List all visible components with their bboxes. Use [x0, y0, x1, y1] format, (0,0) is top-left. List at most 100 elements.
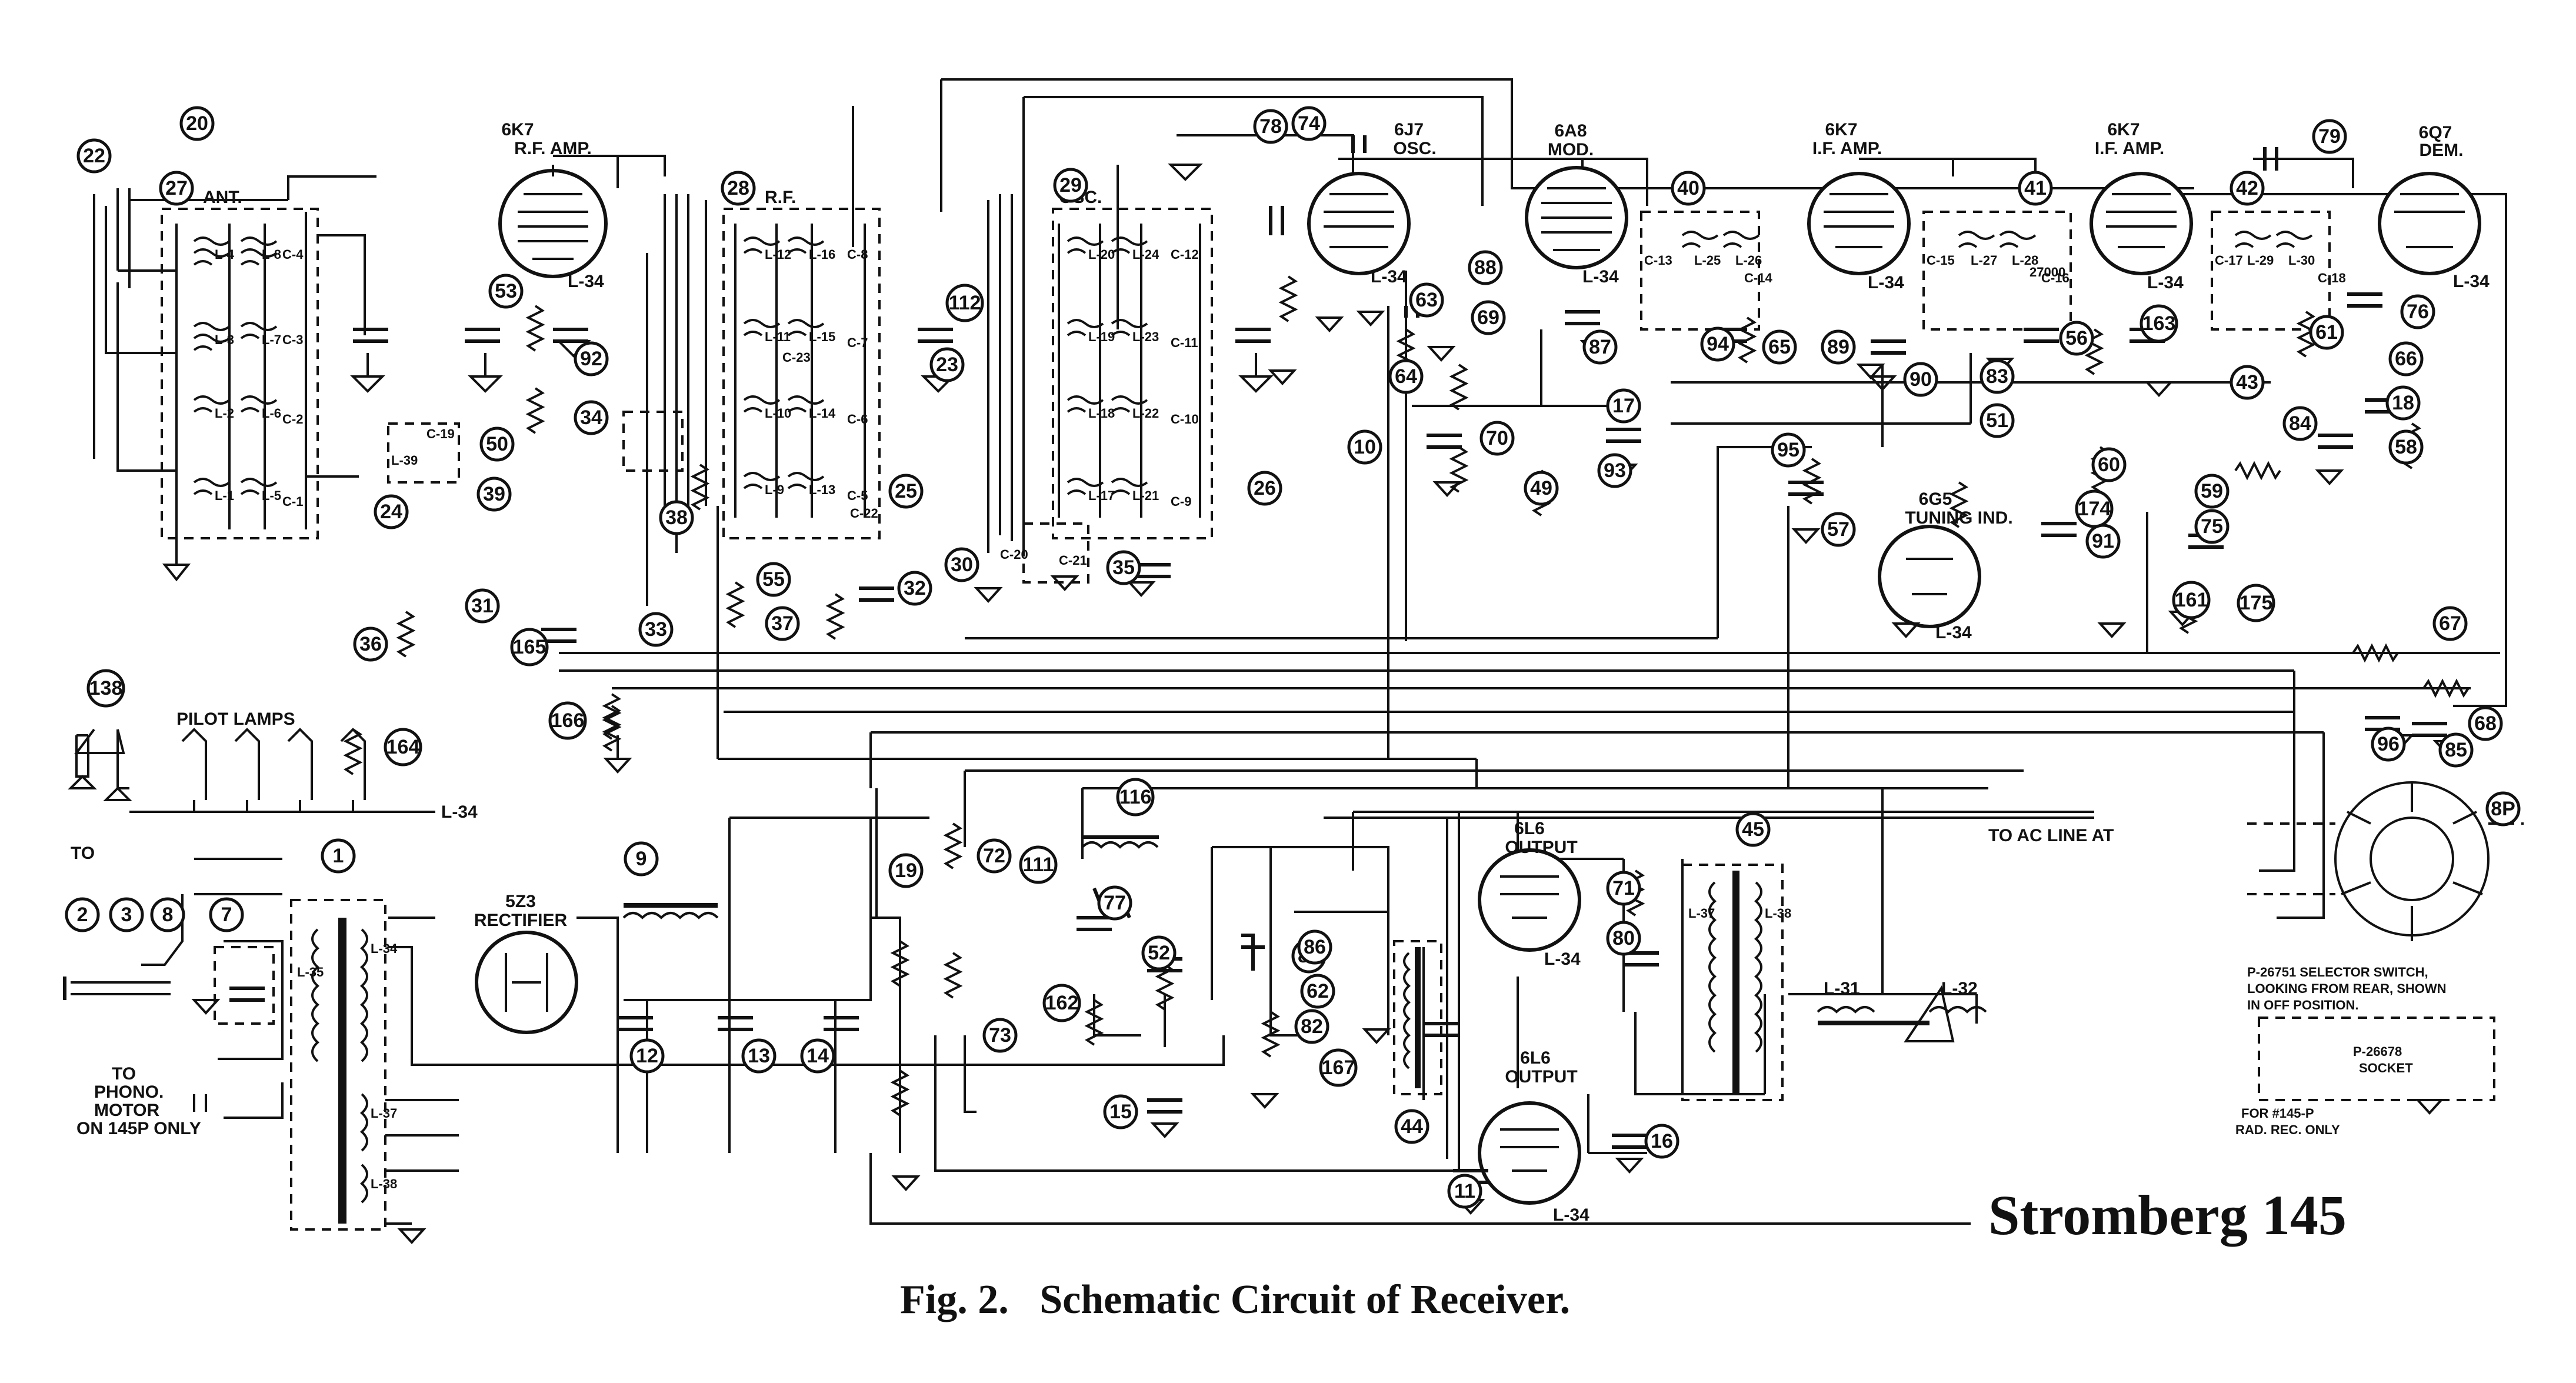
l36-label: L-34 — [371, 941, 398, 956]
svg-text:50: 50 — [486, 433, 508, 455]
svg-text:167: 167 — [1322, 1057, 1355, 1079]
callout-11: 11 — [1447, 1174, 1482, 1209]
svg-text:C-19: C-19 — [426, 426, 455, 441]
svg-text:C-14: C-14 — [1744, 271, 1772, 285]
svg-text:23: 23 — [936, 354, 958, 376]
callout-77: 77 — [1097, 885, 1132, 921]
callout-29: 29 — [1053, 168, 1088, 203]
svg-text:75: 75 — [2201, 515, 2223, 538]
svg-text:L-8: L-8 — [262, 247, 281, 262]
svg-text:73: 73 — [989, 1024, 1011, 1047]
tube-labels: 6K7 R.F. AMP. L-34 6J7 OSC. L-34 6A8 MOD… — [474, 120, 2490, 1225]
svg-text:166: 166 — [551, 709, 585, 732]
svg-text:93: 93 — [1604, 459, 1626, 482]
for145-label-2: RAD. REC. ONLY — [2235, 1122, 2340, 1137]
tube-6l6-b-envelope — [1478, 1101, 1581, 1205]
svg-text:L-25: L-25 — [1694, 253, 1721, 268]
callout-12: 12 — [629, 1038, 665, 1074]
tube-6q7-type: 6Q7 — [2419, 123, 2452, 142]
callout-18: 18 — [2385, 385, 2421, 421]
callout-51: 51 — [1980, 403, 2015, 438]
tube-6j7-socket: L-34 — [1371, 267, 1407, 286]
svg-text:74: 74 — [1298, 112, 1320, 135]
svg-text:C-22: C-22 — [850, 506, 878, 521]
svg-text:80: 80 — [1612, 927, 1635, 949]
callout-57: 57 — [1821, 512, 1856, 547]
svg-text:L-29: L-29 — [2247, 253, 2274, 268]
callout-63: 63 — [1409, 282, 1444, 318]
coils: L-31 L-32 — [193, 231, 2313, 1042]
svg-text:L-12: L-12 — [765, 247, 791, 262]
svg-text:25: 25 — [895, 480, 917, 502]
ac-line-label: TO AC LINE AT — [1988, 826, 2114, 845]
svg-text:L-22: L-22 — [1132, 406, 1159, 421]
svg-text:69: 69 — [1477, 306, 1499, 329]
svg-text:91: 91 — [2092, 530, 2114, 552]
rf-section: R.F. — [646, 188, 881, 606]
svg-text:112: 112 — [949, 292, 981, 314]
svg-text:L-39: L-39 — [391, 453, 418, 468]
tube-6l6-a-envelope — [1478, 848, 1581, 952]
tube-6l6-b-function: OUTPUT — [1505, 1067, 1577, 1087]
l34-label: L-38 — [371, 1177, 397, 1191]
callout-36: 36 — [353, 626, 388, 662]
callout-111: 111 — [1019, 845, 1058, 884]
svg-text:58: 58 — [2395, 436, 2417, 458]
svg-text:L-2: L-2 — [215, 406, 234, 421]
if-transformers: 27000 — [387, 211, 2331, 584]
svg-text:165: 165 — [513, 636, 546, 658]
callout-22: 22 — [76, 138, 112, 174]
svg-text:L-30: L-30 — [2288, 253, 2315, 268]
callout-27: 27 — [159, 171, 194, 206]
callout-32: 32 — [897, 571, 932, 606]
callout-45: 45 — [1735, 812, 1771, 847]
svg-text:L-4: L-4 — [215, 247, 235, 262]
callout-8p: 8P — [2485, 791, 2521, 827]
tube-6j7-type: 6J7 — [1394, 120, 1424, 139]
svg-text:72: 72 — [983, 845, 1005, 867]
callout-96: 96 — [2371, 727, 2406, 762]
svg-text:C-18: C-18 — [2318, 271, 2346, 285]
callout-71: 71 — [1606, 871, 1641, 906]
callout-56: 56 — [2059, 321, 2094, 356]
svg-text:162: 162 — [1045, 992, 1079, 1014]
selector-label-3: IN OFF POSITION. — [2247, 998, 2358, 1012]
callout-70: 70 — [1479, 421, 1515, 456]
tube-6g5-type: 6G5 — [1919, 489, 1952, 509]
phono-to: TO — [112, 1064, 136, 1084]
callout-61: 61 — [2309, 315, 2344, 350]
callout-58: 58 — [2388, 429, 2424, 465]
svg-text:26: 26 — [1254, 477, 1276, 499]
callout-164: 164 — [384, 728, 422, 767]
svg-text:57: 57 — [1827, 518, 1849, 541]
socket-label-2: SOCKET — [2359, 1061, 2413, 1075]
tube-6k7-if2-type: 6K7 — [2107, 120, 2140, 139]
callout-40: 40 — [1671, 171, 1706, 206]
callout-83: 83 — [1980, 359, 2015, 394]
svg-text:96: 96 — [2377, 733, 2400, 755]
antenna-section: ANT. — [93, 175, 376, 565]
svg-text:63: 63 — [1415, 289, 1438, 311]
svg-text:C-12: C-12 — [1171, 247, 1199, 262]
callout-167: 167 — [1319, 1048, 1358, 1087]
svg-text:10: 10 — [1354, 436, 1376, 458]
tube-6j7-function: OSC. — [1393, 139, 1436, 158]
tube-6l6-b-type: 6L6 — [1520, 1048, 1551, 1068]
callout-78: 78 — [1253, 109, 1288, 144]
svg-text:28: 28 — [727, 177, 749, 199]
svg-text:29: 29 — [1059, 174, 1082, 196]
phono-motor: MOTOR — [94, 1101, 159, 1120]
svg-text:L-17: L-17 — [1088, 488, 1115, 503]
svg-text:C-8: C-8 — [847, 247, 868, 262]
callout-87: 87 — [1582, 329, 1618, 365]
callout-25: 25 — [888, 474, 924, 509]
svg-text:C-21: C-21 — [1059, 553, 1087, 568]
tube-6a8-function: MOD. — [1548, 140, 1594, 159]
selector-switch: TO AC LINE AT P-26751 SELECTOR SWITCH, L… — [1988, 781, 2524, 1137]
svg-text:45: 45 — [1742, 818, 1764, 841]
callout-30: 30 — [944, 547, 979, 582]
callout-7: 7 — [209, 897, 244, 932]
callout-28: 28 — [721, 171, 756, 206]
